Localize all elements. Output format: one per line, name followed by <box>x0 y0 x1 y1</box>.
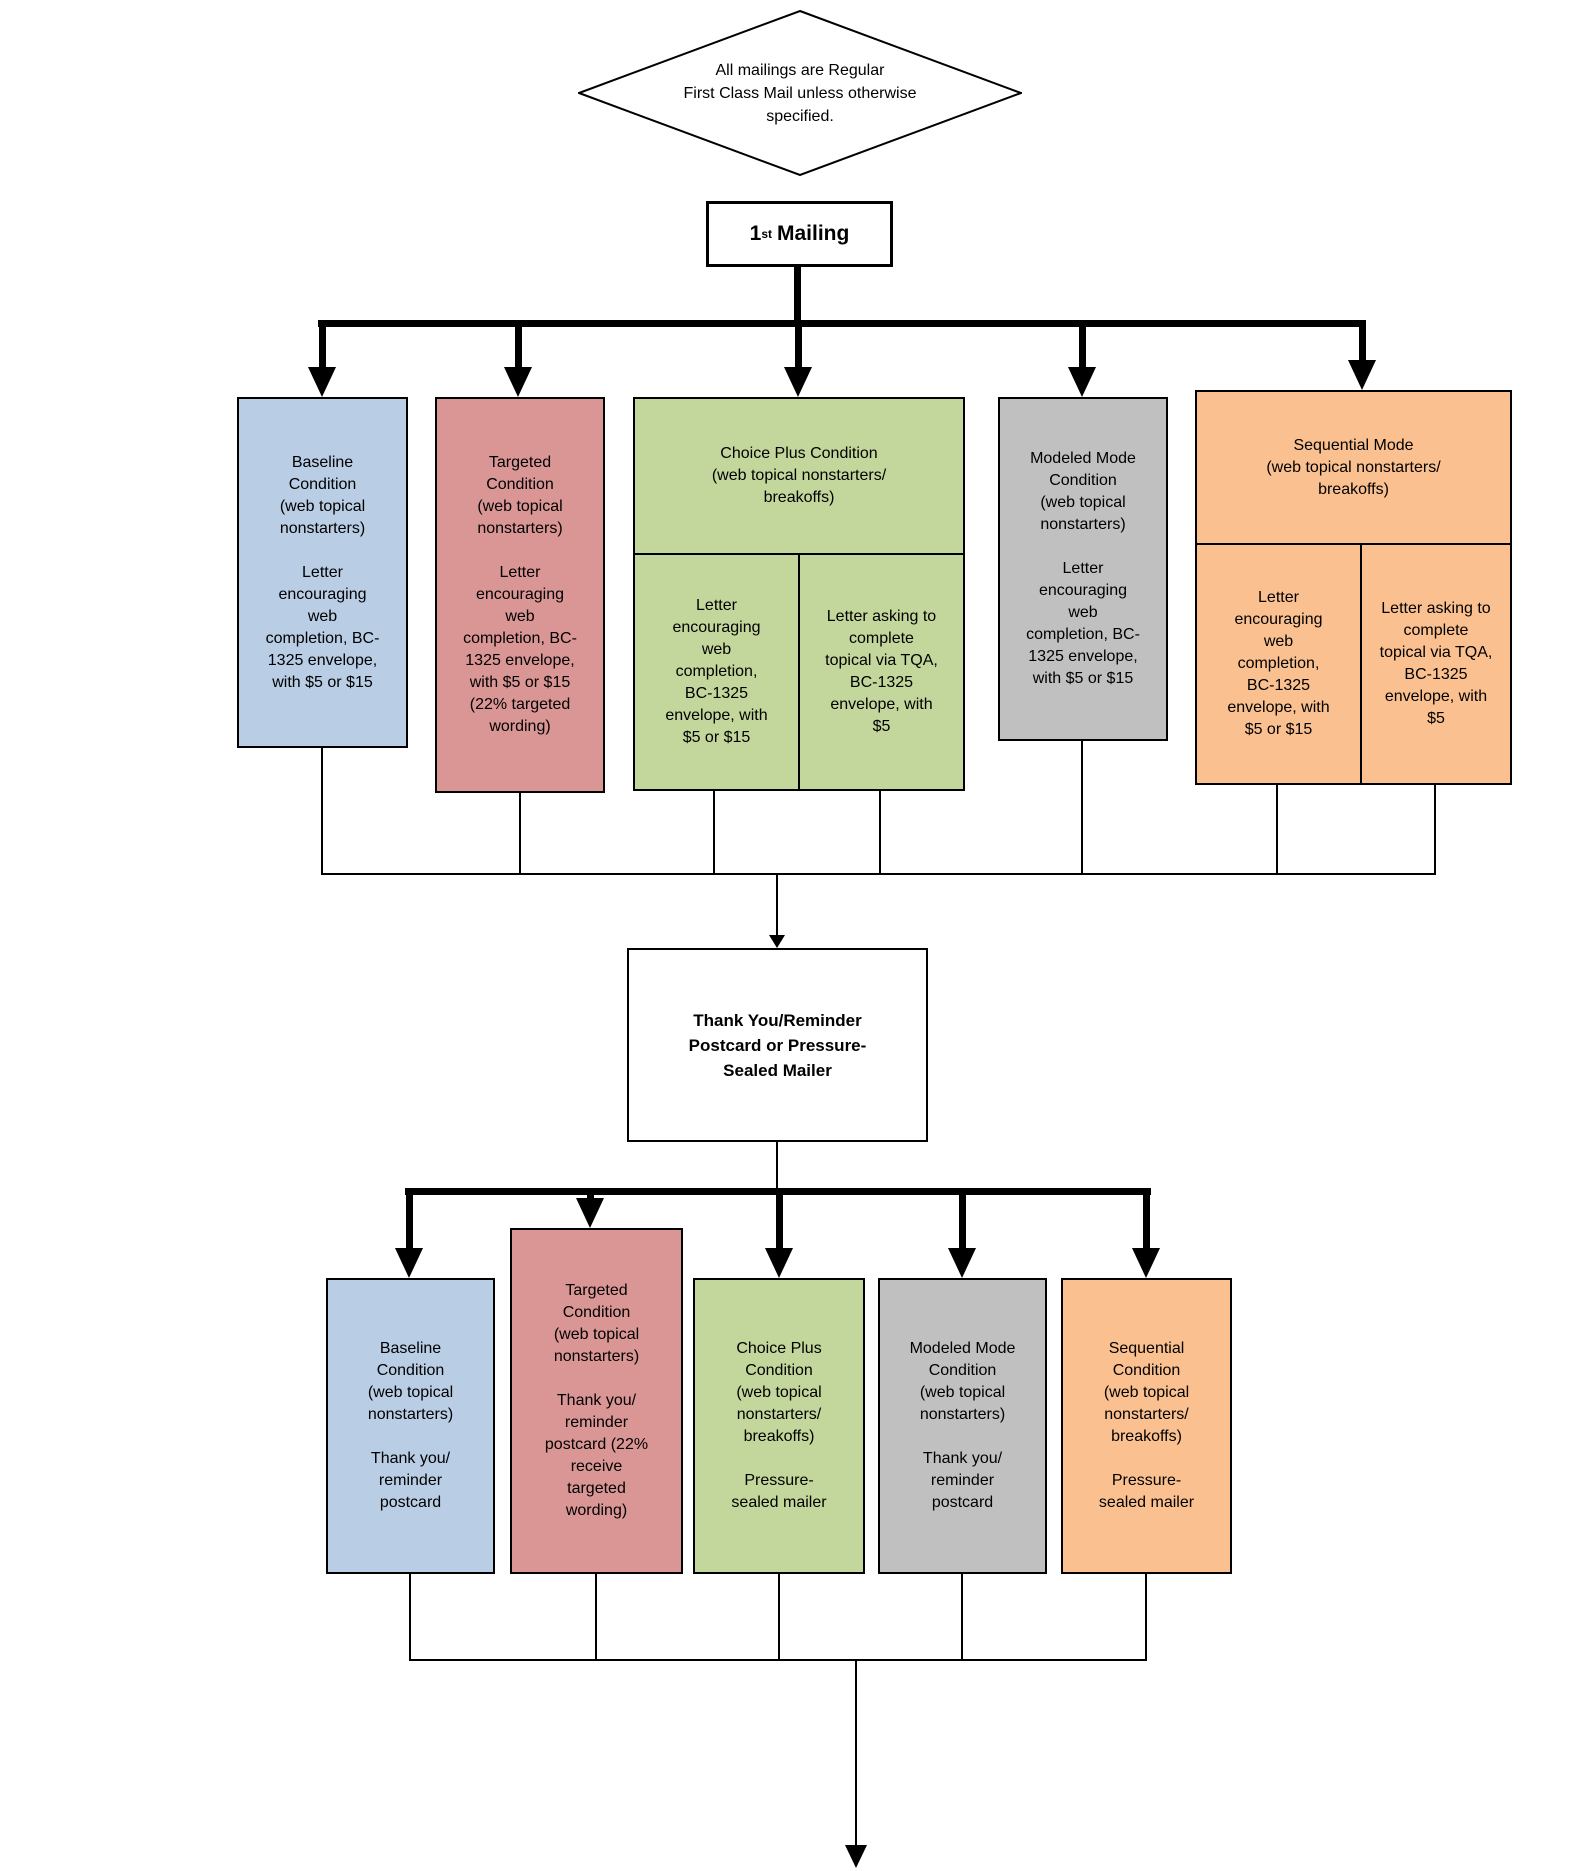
box-title: Sequential Condition (web topical nonsta… <box>1103 1340 1190 1445</box>
connector-line <box>794 267 801 323</box>
reminder-postcard-text: Thank You/Reminder Postcard or Pressure-… <box>688 1010 867 1080</box>
arrow-down-icon <box>1068 367 1096 397</box>
connector-line <box>713 791 715 875</box>
row1-baseline-box: Baseline Condition (web topical nonstart… <box>237 397 408 748</box>
arrow-down-icon <box>948 1248 976 1278</box>
arrow-down-icon <box>576 1198 604 1228</box>
box-title: Modeled Mode Condition (web topical nons… <box>1030 450 1136 533</box>
box-body: Letter encouraging web completion, BC- 1… <box>463 564 577 735</box>
connector-line <box>321 748 323 875</box>
row1-modeled-mode-box: Modeled Mode Condition (web topical nons… <box>998 397 1168 741</box>
note-diamond: All mailings are Regular First Class Mai… <box>578 10 1022 176</box>
connector-line <box>959 1188 966 1248</box>
diamond-shape-icon <box>578 10 1022 176</box>
connector-line <box>587 1188 594 1198</box>
box-body: Thank you/ reminder postcard (22% receiv… <box>544 1392 649 1519</box>
connector-line <box>961 1574 963 1660</box>
row2-baseline-box: Baseline Condition (web topical nonstart… <box>326 1278 495 1574</box>
connector-line <box>409 1659 1147 1661</box>
connector-line <box>776 875 778 935</box>
connector-line <box>515 320 522 367</box>
box-title: Sequential Mode (web topical nonstarters… <box>1197 392 1510 545</box>
connector-line <box>406 1188 413 1248</box>
connector-line <box>319 320 326 367</box>
row2-choice-plus-box: Choice Plus Condition (web topical nonst… <box>693 1278 865 1574</box>
note-diamond-text: All mailings are Regular First Class Mai… <box>683 61 917 125</box>
connector-line <box>409 1574 411 1660</box>
connector-line <box>1145 1574 1147 1660</box>
box-title: Modeled Mode Condition (web topical nons… <box>909 1340 1016 1423</box>
row1-choice-plus-box: Choice Plus Condition (web topical nonst… <box>633 397 965 791</box>
box-title: Baseline Condition (web topical nonstart… <box>367 1340 454 1423</box>
connector-line <box>1359 320 1366 360</box>
box-title: Targeted Condition (web topical nonstart… <box>477 454 563 537</box>
connector-line <box>1143 1188 1150 1248</box>
connector-line <box>1434 785 1436 875</box>
row1-targeted-box: Targeted Condition (web topical nonstart… <box>435 397 605 793</box>
box-body: Thank you/ reminder postcard <box>370 1450 451 1511</box>
connector-line <box>795 320 802 367</box>
arrow-down-icon <box>395 1248 423 1278</box>
row1-sequential-mode-box: Sequential Mode (web topical nonstarters… <box>1195 390 1512 785</box>
box-cell-right: Letter asking to complete topical via TQ… <box>798 555 963 789</box>
box-cell-left: Letter encouraging web completion, BC-13… <box>1227 589 1330 738</box>
box-body: Pressure- sealed mailer <box>731 1472 827 1511</box>
arrow-down-icon <box>504 367 532 397</box>
row2-sequential-box: Sequential Condition (web topical nonsta… <box>1061 1278 1232 1574</box>
connector-line <box>879 791 881 875</box>
box-title: Baseline Condition (web topical nonstart… <box>279 453 366 537</box>
box-body: Thank you/ reminder postcard <box>922 1450 1003 1511</box>
box-body: Letter encouraging web completion, BC- 1… <box>1026 560 1140 687</box>
connector-line <box>778 1574 780 1660</box>
first-mailing-number: 1 <box>749 222 762 245</box>
connector-line <box>855 1660 857 1845</box>
arrow-down-icon <box>769 935 785 948</box>
connector-line <box>595 1574 597 1660</box>
connector-line <box>776 1142 778 1188</box>
row2-modeled-mode-box: Modeled Mode Condition (web topical nons… <box>878 1278 1047 1574</box>
arrow-down-icon <box>308 367 336 397</box>
row2-targeted-box: Targeted Condition (web topical nonstart… <box>510 1228 683 1574</box>
connector-line <box>1081 741 1083 875</box>
arrow-down-icon <box>845 1845 867 1868</box>
box-cell-right: Letter asking to complete topical via TQ… <box>1360 545 1510 783</box>
box-body: Letter encouraging web completion, BC- 1… <box>265 563 380 691</box>
arrow-down-icon <box>1348 360 1376 390</box>
reminder-postcard-box: Thank You/Reminder Postcard or Pressure-… <box>627 948 928 1142</box>
connector-line <box>519 793 521 875</box>
box-cell-left: Letter encouraging web completion, BC-13… <box>665 597 768 746</box>
connector-line <box>318 320 1366 327</box>
box-title: Targeted Condition (web topical nonstart… <box>553 1282 640 1365</box>
box-title: Choice Plus Condition (web topical nonst… <box>635 399 963 555</box>
box-body: Pressure- sealed mailer <box>1098 1472 1195 1511</box>
first-mailing-label: Mailing <box>777 222 850 245</box>
connector-line <box>1079 320 1086 367</box>
connector-line <box>1276 785 1278 875</box>
arrow-down-icon <box>765 1248 793 1278</box>
connector-line <box>321 873 1436 875</box>
arrow-down-icon <box>1132 1248 1160 1278</box>
arrow-down-icon <box>784 367 812 397</box>
connector-line <box>776 1188 783 1248</box>
box-title: Choice Plus Condition (web topical nonst… <box>736 1340 822 1445</box>
